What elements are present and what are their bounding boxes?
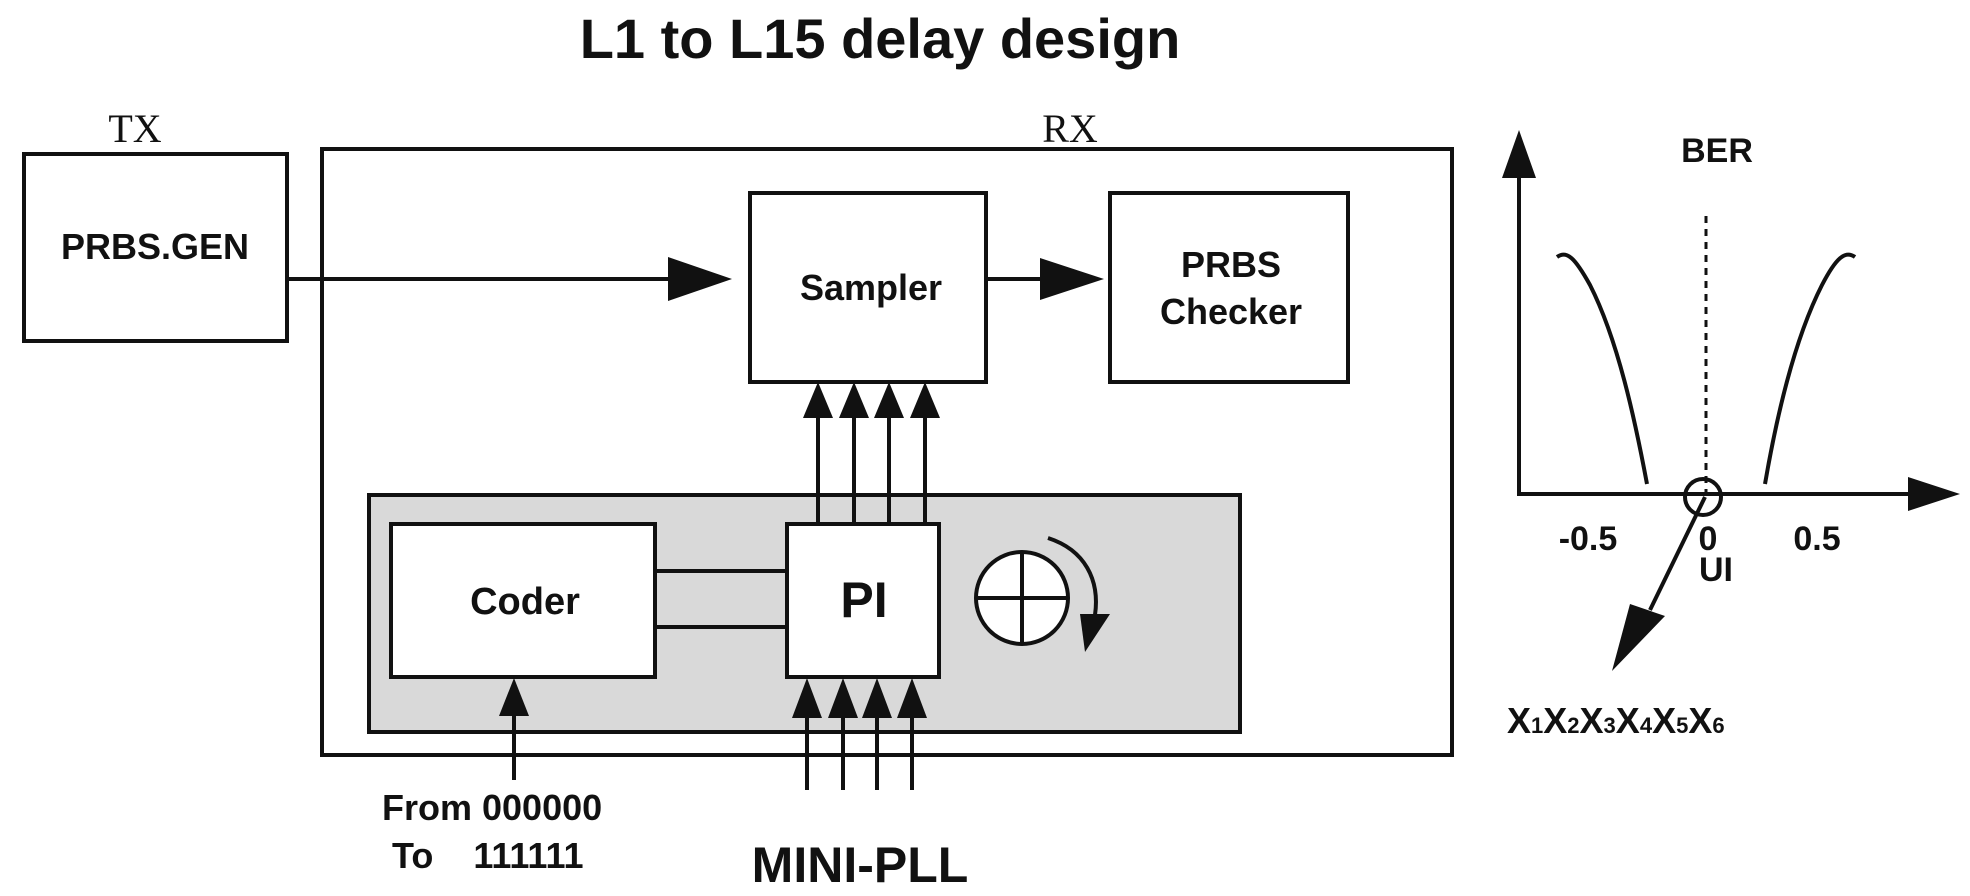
coder-block	[389, 522, 657, 679]
mini-pll-label: MINI-PLL	[752, 837, 969, 893]
sampler-label: Sampler	[800, 267, 942, 308]
ber-tick-zero: 0	[1699, 520, 1718, 558]
diagram-title: L1 to L15 delay design	[580, 7, 1181, 70]
coder-label: Coder	[470, 581, 580, 623]
code-arrow-head	[1612, 604, 1665, 671]
pll-to-pi-arrows	[792, 678, 927, 790]
pi-block	[785, 522, 941, 679]
tx-label: TX	[108, 106, 161, 151]
rx-frame	[320, 147, 1454, 757]
rx-label: RX	[1042, 106, 1098, 151]
ber-tick-pos: 0.5	[1793, 520, 1840, 558]
code-bits-label: X1X2X3X4X5X6	[1507, 700, 1725, 741]
ber-y-axis-arrowhead	[1502, 130, 1536, 178]
ber-x-axis-arrowhead	[1908, 477, 1960, 511]
ber-curve-right	[1763, 252, 1857, 485]
ber-tick-neg: -0.5	[1559, 520, 1618, 558]
coder-input-to: To 111111	[392, 835, 584, 876]
code-arrow-line	[1648, 496, 1707, 611]
sampler-block	[748, 191, 988, 384]
ber-unit-label: UI	[1699, 551, 1733, 589]
phase-rotator-icon	[974, 536, 1110, 652]
pi-to-sampler-arrows	[803, 382, 940, 524]
prbs-checker-label-line1: PRBS	[1181, 244, 1281, 285]
prbs-checker-block	[1108, 191, 1350, 384]
sampler-to-checker-arrowhead	[1040, 258, 1104, 300]
tx-to-sampler-arrowhead	[668, 257, 732, 301]
ber-axis-label: BER	[1681, 132, 1753, 170]
coder-input-from: From 000000	[382, 787, 602, 828]
prbs-checker-label-line2: Checker	[1160, 291, 1302, 332]
prbs-gen-label: PRBS.GEN	[61, 226, 249, 267]
coder-input-arrowhead	[499, 678, 529, 716]
ber-plot: BER -0.5 0 0.5 UI X1X2X3X4X5X6	[1502, 130, 1960, 741]
pi-label: PI	[840, 572, 887, 628]
ber-origin-marker	[1683, 477, 1723, 517]
ber-curve-left	[1555, 252, 1649, 485]
prbs-gen-block	[22, 152, 289, 343]
